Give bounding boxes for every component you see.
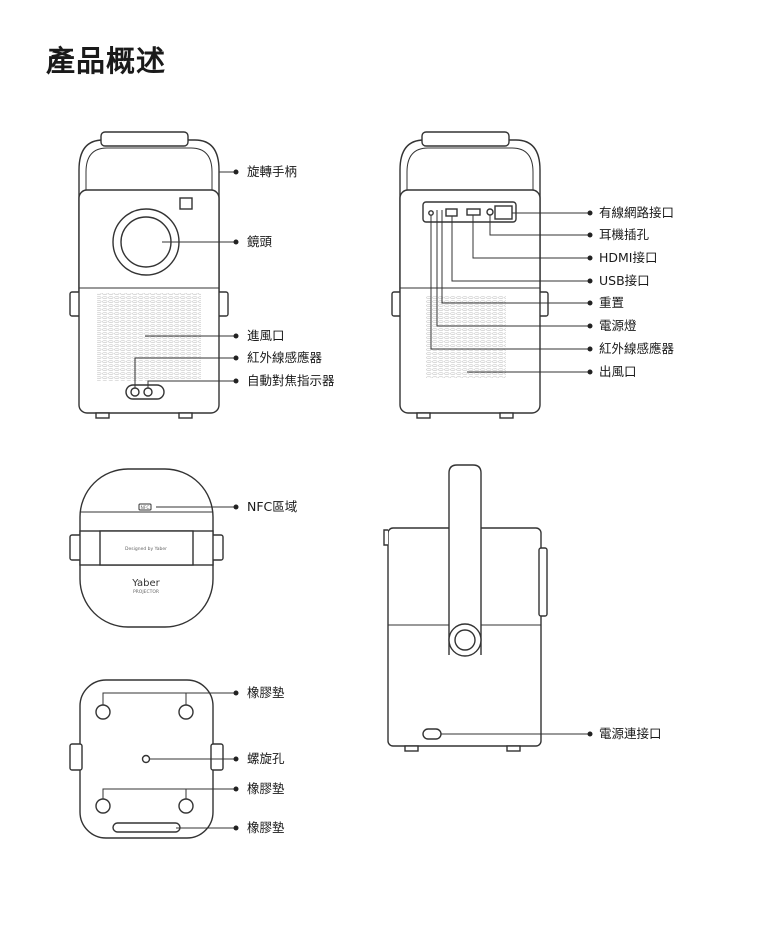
- label-front-ir-sensor: 紅外線感應器: [247, 350, 323, 365]
- nfc-mark: NFC: [140, 505, 149, 511]
- handle-top: [99, 530, 194, 566]
- label-rubber-pad-bottom: 橡膠墊: [247, 781, 285, 796]
- back-view: 有線網路接口 耳機插孔 HDMI接口 USB接口 重置 電源燈 紅外線感應器 出…: [391, 131, 675, 419]
- air-outlet-mesh: [426, 296, 506, 378]
- label-power-port: 電源連接口: [599, 726, 662, 741]
- label-rubber-pad-top: 橡膠墊: [247, 685, 285, 700]
- power-port: [422, 728, 442, 740]
- label-hdmi: HDMI接口: [599, 250, 658, 265]
- label-power-light: 電源燈: [599, 318, 637, 333]
- label-screw-hole: 螺旋孔: [247, 751, 285, 766]
- headphone-jack: [486, 208, 494, 216]
- label-nfc-area: NFC區域: [247, 499, 297, 514]
- projector-subtext: PROJECTOR: [133, 589, 159, 595]
- label-rubber-strip: 橡膠墊: [247, 820, 285, 835]
- ethernet-port: [494, 205, 513, 220]
- label-reset: 重置: [599, 295, 624, 310]
- top-view: Designed by Yaber NFC Yaber PROJECTOR NF…: [69, 468, 297, 628]
- back-callouts: 有線網路接口 耳機插孔 HDMI接口 USB接口 重置 電源燈 紅外線感應器 出…: [430, 205, 675, 379]
- jbl-badge: [179, 197, 193, 210]
- label-autofocus-indicator: 自動對焦指示器: [247, 373, 335, 388]
- handle-grip: [100, 131, 189, 147]
- screw-hole: [141, 754, 151, 764]
- label-back-ir-sensor: 紅外線感應器: [599, 341, 675, 356]
- label-lens: 鏡頭: [247, 234, 273, 249]
- rubber-pad-3: [95, 798, 111, 814]
- page-title: 產品概述: [46, 44, 167, 78]
- label-headphone: 耳機插孔: [599, 227, 650, 242]
- rubber-pad-4: [178, 798, 194, 814]
- hdmi-port: [466, 208, 481, 216]
- power-led: [428, 210, 434, 216]
- label-rotating-handle: 旋轉手柄: [247, 164, 297, 179]
- label-usb: USB接口: [599, 273, 650, 288]
- side-handle: [448, 464, 482, 655]
- usb-port: [445, 208, 458, 217]
- bottom-view: 橡膠墊 螺旋孔 橡膠墊 橡膠墊: [69, 679, 285, 839]
- front-view: 旋轉手柄 鏡頭 進風口 紅外線感應器 自動對焦指示器: [69, 131, 335, 419]
- air-intake-mesh: [97, 293, 201, 381]
- side-view: 電源連接口: [383, 464, 662, 752]
- label-air-outlet: 出風口: [599, 364, 637, 379]
- rubber-pad-2: [178, 704, 194, 720]
- designed-by-text: Designed by Yaber: [125, 546, 167, 552]
- label-air-intake: 進風口: [247, 328, 285, 343]
- label-ethernet: 有線網路接口: [599, 205, 674, 220]
- rubber-strip: [112, 822, 181, 833]
- front-callouts: 旋轉手柄 鏡頭 進風口 紅外線感應器 自動對焦指示器: [134, 164, 335, 388]
- nfc-mark-box: [138, 503, 152, 511]
- rubber-pad-1: [95, 704, 111, 720]
- yaber-logo: Yaber: [131, 578, 160, 589]
